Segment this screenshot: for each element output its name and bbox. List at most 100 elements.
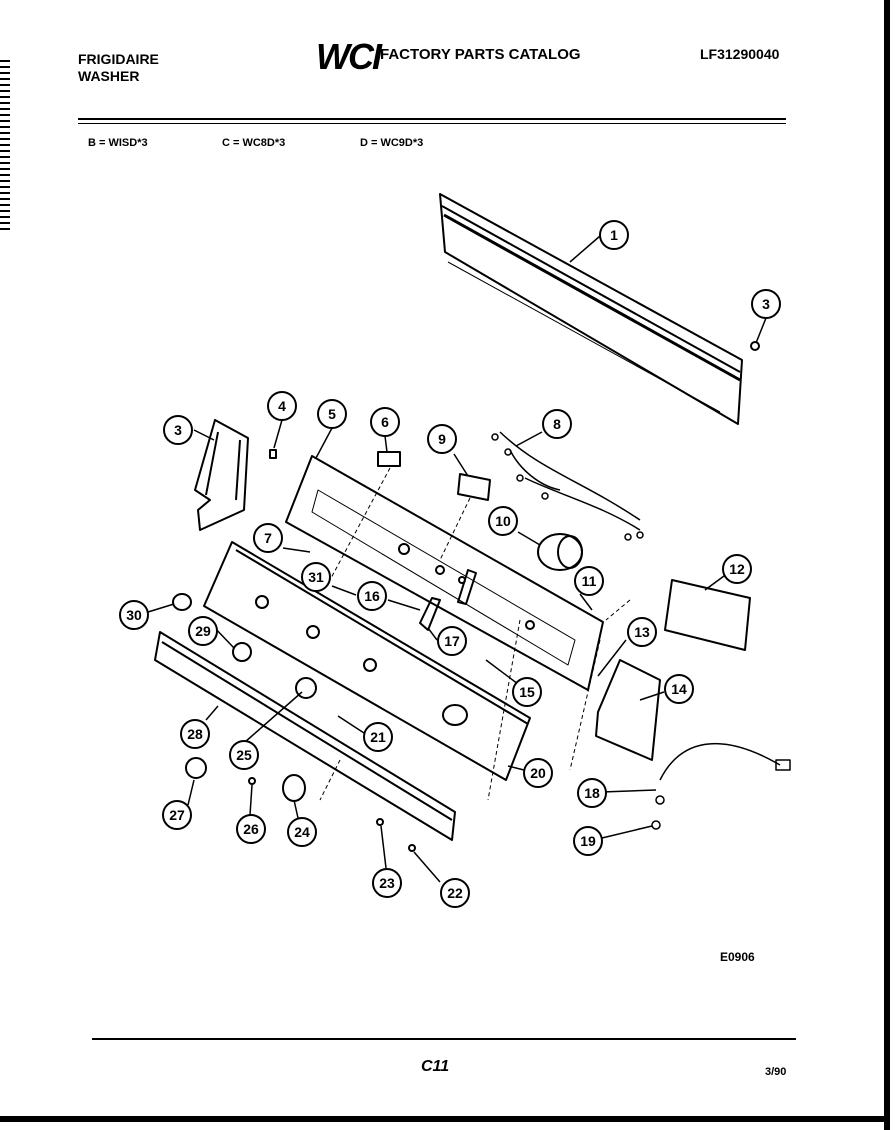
- callout-5: 5: [317, 399, 347, 429]
- svg-text:3: 3: [174, 422, 182, 438]
- part-rear-panel: [439, 193, 743, 425]
- callout-26: 26: [236, 814, 266, 844]
- svg-text:3: 3: [762, 296, 770, 312]
- callout-3b: 3: [163, 415, 193, 445]
- catalog-part-number: LF31290040: [700, 46, 780, 62]
- page-label: C11: [421, 1058, 450, 1075]
- callout-10: 10: [488, 506, 518, 536]
- part-knob-30: [172, 593, 192, 611]
- svg-text:8: 8: [553, 416, 561, 432]
- part-knob-29: [232, 642, 252, 662]
- part-trim-28: [154, 631, 456, 841]
- svg-text:5: 5: [328, 406, 336, 422]
- callout-9: 9: [427, 424, 457, 454]
- model-legend-d: D = WC9D*3: [360, 137, 424, 149]
- callout-22: 22: [440, 878, 470, 908]
- svg-text:16: 16: [364, 588, 380, 604]
- part-slide-17: [419, 597, 441, 631]
- svg-text:17: 17: [444, 633, 460, 649]
- callout-27: 27: [162, 800, 192, 830]
- page-border-bottom: [0, 1116, 890, 1122]
- svg-text:11: 11: [582, 573, 597, 589]
- callout-13: 13: [627, 617, 657, 647]
- svg-text:1: 1: [610, 227, 618, 243]
- part-screw-3: [750, 341, 760, 351]
- svg-text:28: 28: [187, 726, 203, 742]
- catalog-date: 3/90: [765, 1066, 787, 1078]
- callout-24: 24: [287, 817, 317, 847]
- wci-logo: WCI: [316, 36, 382, 77]
- part-screw-26: [248, 777, 256, 785]
- header-rule: [78, 118, 786, 120]
- part-timer: [537, 533, 583, 571]
- svg-text:4: 4: [278, 398, 286, 414]
- callout-29: 29: [188, 616, 218, 646]
- callout-15: 15: [512, 677, 542, 707]
- svg-text:12: 12: [729, 561, 745, 577]
- svg-text:9: 9: [438, 431, 446, 447]
- callout-31: 31: [301, 562, 331, 592]
- brand-name: FRIGIDAIRE: [78, 51, 159, 67]
- callout-25: 25: [229, 740, 259, 770]
- callout-6: 6: [370, 407, 400, 437]
- diagram-code: E0906: [720, 950, 755, 964]
- svg-text:10: 10: [495, 513, 511, 529]
- part-slide-16: [457, 569, 477, 605]
- part-cord: [651, 742, 791, 830]
- catalog-title: FACTORY PARTS CATALOG: [380, 46, 581, 63]
- svg-text:14: 14: [671, 681, 687, 697]
- part-screw-22: [408, 844, 416, 852]
- model-legend-b: B = WISD*3: [88, 137, 148, 149]
- callout-20: 20: [523, 758, 553, 788]
- svg-text:29: 29: [195, 623, 211, 639]
- part-wire-harness: [491, 431, 644, 541]
- part-left-bracket: [194, 419, 249, 531]
- svg-text:6: 6: [381, 414, 389, 430]
- callout-3a: 3: [751, 289, 781, 319]
- part-screw-23: [376, 818, 384, 826]
- header-rule-thin: [78, 123, 786, 124]
- svg-text:25: 25: [236, 747, 252, 763]
- callout-1: 1: [599, 220, 629, 250]
- svg-text:21: 21: [370, 729, 386, 745]
- callouts: 1 3 3 4 5 6 7 8 9 10 11 12 13 14 15 16 1…: [119, 220, 781, 908]
- callout-7: 7: [253, 523, 283, 553]
- callout-21: 21: [363, 722, 393, 752]
- part-module-12: [664, 579, 751, 651]
- svg-text:18: 18: [584, 785, 600, 801]
- svg-text:27: 27: [169, 807, 185, 823]
- callout-23: 23: [372, 868, 402, 898]
- svg-text:7: 7: [264, 530, 272, 546]
- part-fascia: [203, 541, 531, 781]
- callout-8: 8: [542, 409, 572, 439]
- part-bracket-14: [595, 659, 661, 761]
- part-switch-9: [457, 473, 491, 501]
- scan-edge-marks: [0, 60, 10, 230]
- svg-text:31: 31: [308, 569, 324, 585]
- callout-30: 30: [119, 600, 149, 630]
- part-knob-27: [185, 757, 207, 779]
- page-border-right: [884, 0, 890, 1130]
- part-switch-6: [377, 451, 401, 467]
- callout-11: 11: [574, 566, 604, 596]
- svg-text:22: 22: [447, 885, 463, 901]
- part-screw-4: [269, 449, 277, 459]
- model-legend-c: C = WC8D*3: [222, 137, 286, 149]
- callout-18: 18: [577, 778, 607, 808]
- leader-lines: [147, 235, 767, 883]
- callout-19: 19: [573, 826, 603, 856]
- brand-block: FRIGIDAIRE WASHER: [78, 51, 159, 85]
- callout-12: 12: [722, 554, 752, 584]
- svg-text:15: 15: [519, 684, 535, 700]
- svg-text:20: 20: [530, 765, 546, 781]
- callout-28: 28: [180, 719, 210, 749]
- svg-text:23: 23: [379, 875, 395, 891]
- svg-text:30: 30: [126, 607, 142, 623]
- part-knob-24: [282, 774, 306, 802]
- callout-17: 17: [437, 626, 467, 656]
- callout-16: 16: [357, 581, 387, 611]
- svg-text:26: 26: [243, 821, 259, 837]
- callout-14: 14: [664, 674, 694, 704]
- svg-text:13: 13: [634, 624, 650, 640]
